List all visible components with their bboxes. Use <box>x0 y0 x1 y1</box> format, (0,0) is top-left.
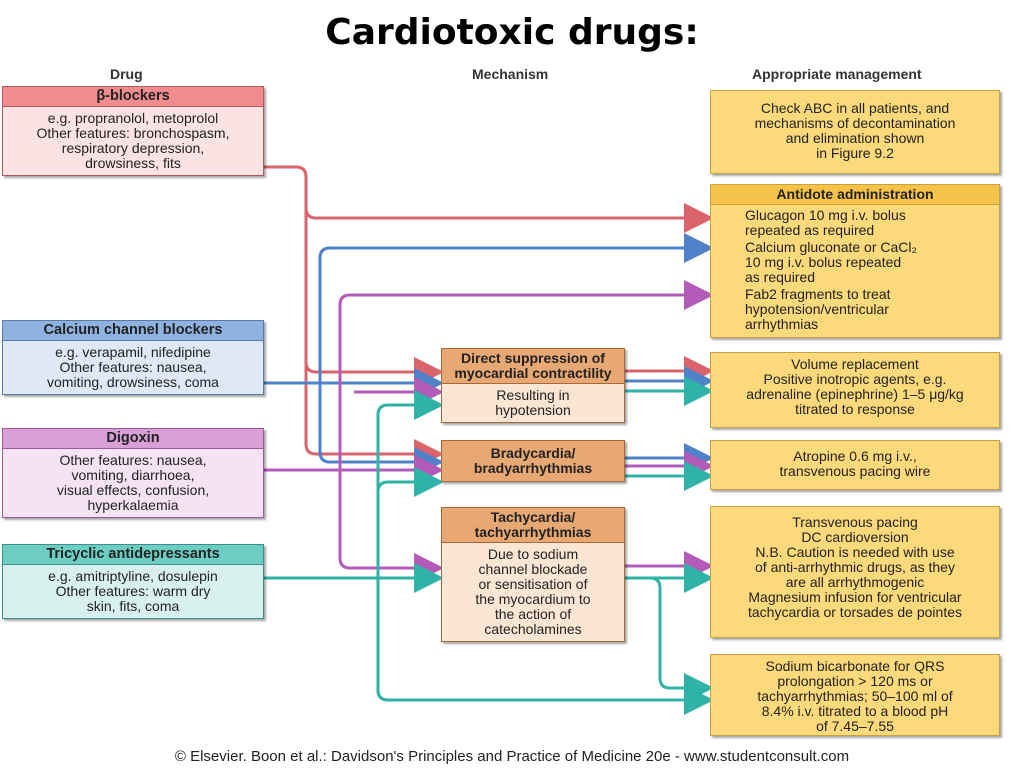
copyright-footer: © Elsevier. Boon et al.: Davidson's Prin… <box>174 748 850 765</box>
management-line: as required <box>745 269 816 285</box>
drug-line: hyperkalaemia <box>87 497 179 513</box>
management-line: of anti-arrhythmic drugs, as they <box>755 559 955 575</box>
management-line: in Figure 9.2 <box>816 145 894 161</box>
management-line: Transvenous pacing <box>792 514 918 530</box>
management-line: tachyarrhythmias; 50–100 ml of <box>757 688 953 704</box>
mechanism-name: Tachycardia/ tachyarrhythmias <box>441 507 625 543</box>
drug-line: skin, fits, coma <box>86 598 180 614</box>
mechanism-line: channel blockade <box>478 561 588 577</box>
blue-flow-bradycardia <box>318 383 444 477</box>
red-flow-glucagon <box>264 165 714 233</box>
blue-flow-calcium <box>264 233 714 385</box>
management-line: transvenous pacing wire <box>779 463 931 479</box>
drug-line: Other features: warm dry <box>55 583 211 599</box>
mechanism-line: the action of <box>494 606 572 622</box>
mechanism-name: Bradycardia/ bradyarrhythmias <box>441 440 625 482</box>
mechanism-line: hypotension <box>495 402 571 418</box>
management-line: repeated as required <box>745 222 875 238</box>
mechanism-column-header: Mechanism <box>472 66 549 82</box>
drug-line: drowsiness, fits <box>85 155 181 171</box>
mechanism-box-bradycardia: Bradycardia/ bradyarrhythmias <box>441 440 625 482</box>
management-line: N.B. Caution is needed with use <box>755 544 955 560</box>
page-title: Cardiotoxic drugs: <box>325 12 699 53</box>
management-line: Volume replacement <box>791 356 919 372</box>
drug-box-digoxin: Digoxin Other features: nausea, vomiting… <box>2 428 264 518</box>
management-box-tachycardia: Transvenous pacing DC cardioversion N.B.… <box>710 506 1000 638</box>
teal-flow-mgmt-bicarb <box>625 576 714 703</box>
drug-line: Other features: nausea, <box>59 359 207 375</box>
drug-line: respiratory depression, <box>61 140 205 156</box>
teal-flow-bicarbonate <box>376 578 714 715</box>
management-line: Atropine 0.6 mg i.v., <box>793 448 917 464</box>
management-line: Fab2 fragments to treat <box>745 286 891 302</box>
purple-flow-fab <box>264 280 714 472</box>
drug-name: Digoxin <box>2 428 264 449</box>
mechanism-line: or sensitisation of <box>478 576 588 592</box>
teal-flow-contractility <box>376 390 444 578</box>
drug-line: e.g. verapamil, nifedipine <box>55 344 211 360</box>
management-line: titrated to response <box>795 401 915 417</box>
management-line: of 7.45–7.55 <box>816 718 894 734</box>
antidote-title: Antidote administration <box>711 185 999 205</box>
management-box-general: Check ABC in all patients, and mechanism… <box>710 90 1000 174</box>
drug-box-calcium-channel-blockers: Calcium channel blockers e.g. verapamil,… <box>2 320 264 395</box>
management-line: Positive inotropic agents, e.g. <box>763 371 947 387</box>
drug-line: Other features: nausea, <box>59 452 207 468</box>
management-box-antidotes: Antidote administration Glucagon 10 mg i… <box>710 184 1000 338</box>
drug-box-tricyclic-antidepressants: Tricyclic antidepressants e.g. amitripty… <box>2 544 264 619</box>
management-box-bradycardia: Atropine 0.6 mg i.v., transvenous pacing… <box>710 440 1000 490</box>
mechanism-line: Resulting in <box>496 387 570 403</box>
management-column-header: Appropriate management <box>752 66 922 82</box>
drug-name: Tricyclic antidepressants <box>2 544 264 565</box>
management-line: Check ABC in all patients, and <box>760 100 950 116</box>
management-line: arrhythmias <box>745 316 819 332</box>
mechanism-line: Due to sodium <box>487 546 579 562</box>
management-line: tachycardia or torsades de pointes <box>747 604 962 620</box>
drug-line: vomiting, diarrhoea, <box>71 467 195 483</box>
mechanism-box-contractility: Direct suppression of myocardial contrac… <box>441 348 625 423</box>
management-box-hypotension: Volume replacement Positive inotropic ag… <box>710 352 1000 428</box>
red-flow-contractility <box>304 208 444 387</box>
mechanism-name: Direct suppression of myocardial contrac… <box>441 348 625 384</box>
drug-column-header: Drug <box>110 66 143 82</box>
drug-name: β-blockers <box>2 86 264 107</box>
red-flow-bradycardia <box>304 362 444 469</box>
management-line: Magnesium infusion for ventricular <box>748 589 962 605</box>
management-line: mechanisms of decontamination <box>754 115 956 131</box>
drug-name: Calcium channel blockers <box>2 320 264 341</box>
management-line: Calcium gluconate or CaCl₂ <box>745 239 917 255</box>
management-line: DC cardioversion <box>801 529 909 545</box>
management-line: adrenaline (epinephrine) 1–5 μg/kg <box>746 386 964 402</box>
drug-line: e.g. amitriptyline, dosulepin <box>48 568 218 584</box>
management-line: Glucagon 10 mg i.v. bolus <box>745 207 906 223</box>
drug-line: visual effects, confusion, <box>56 482 210 498</box>
management-line: are all arrhythmogenic <box>785 574 925 590</box>
purple-flow-tachycardia <box>338 470 444 583</box>
drug-line: e.g. propranolol, metoprolol <box>47 110 219 126</box>
management-box-bicarbonate: Sodium bicarbonate for QRS prolongation … <box>710 654 1000 736</box>
antidote-fab: Fab2 fragments to treat hypotension/vent… <box>715 287 995 332</box>
management-line: 8.4% i.v. titrated to a blood pH <box>761 703 949 719</box>
management-line: Sodium bicarbonate for QRS <box>765 658 945 674</box>
mechanism-line: the myocardium to <box>475 591 591 607</box>
mechanism-box-tachycardia: Tachycardia/ tachyarrhythmias Due to sod… <box>441 507 625 642</box>
drug-line: Other features: bronchospasm, <box>36 125 230 141</box>
antidote-glucagon: Glucagon 10 mg i.v. bolus repeated as re… <box>715 208 995 238</box>
teal-flow-bradycardia <box>376 467 444 497</box>
management-line: 10 mg i.v. bolus repeated <box>745 254 902 270</box>
management-line: and elimination shown <box>785 130 925 146</box>
drug-box-beta-blockers: β-blockers e.g. propranolol, metoprolol … <box>2 86 264 176</box>
antidote-calcium: Calcium gluconate or CaCl₂ 10 mg i.v. bo… <box>715 240 995 285</box>
management-line: prolongation > 120 ms or <box>777 673 933 689</box>
management-line: hypotension/ventricular <box>745 301 889 317</box>
drug-line: vomiting, drowsiness, coma <box>47 374 219 390</box>
mechanism-line: catecholamines <box>484 621 582 637</box>
